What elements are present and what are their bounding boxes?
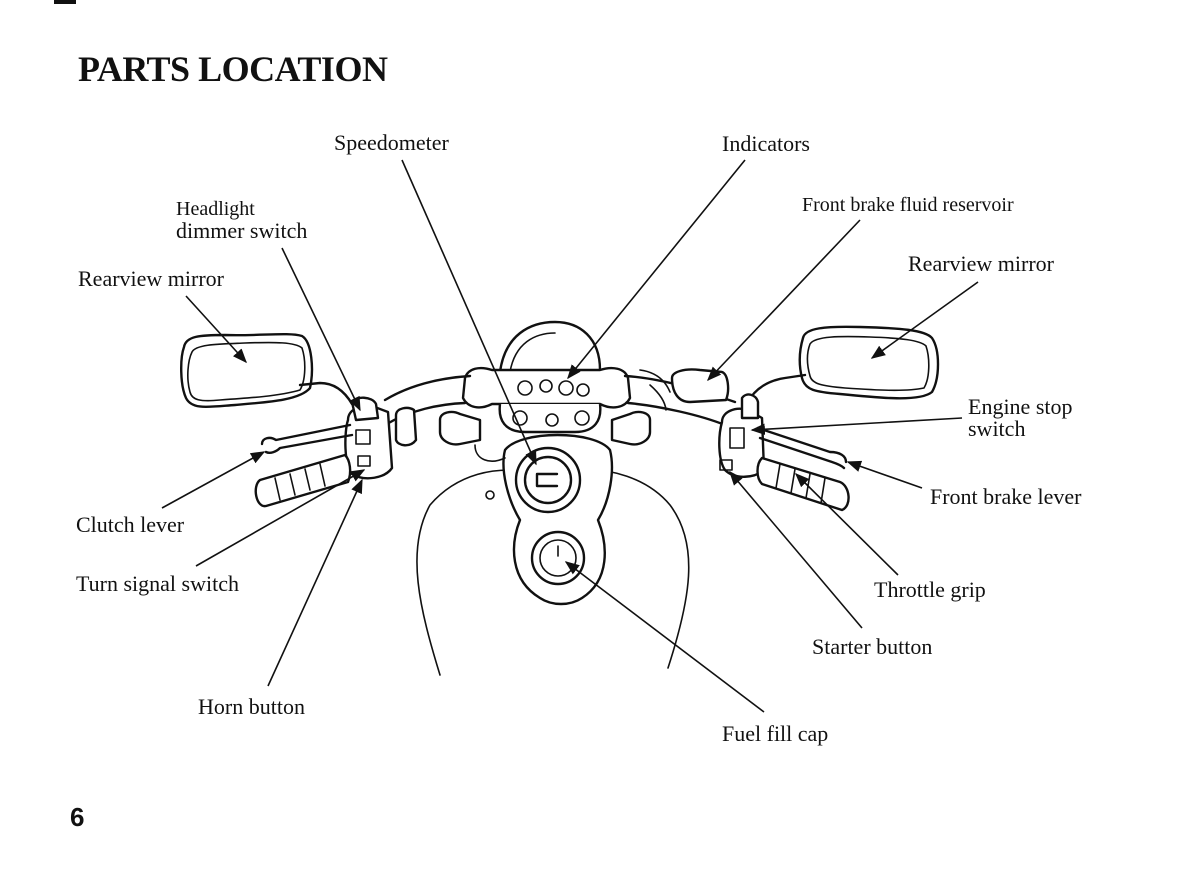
page-title: PARTS LOCATION [78, 49, 388, 89]
leader-speedometer [401, 159, 537, 466]
label-starter-button: Starter button [812, 634, 933, 659]
leader-headlight-dimmer [281, 247, 361, 412]
label-speedometer: Speedometer [334, 130, 449, 155]
label-throttle-grip: Throttle grip [874, 577, 986, 602]
leader-turn-signal [195, 469, 366, 567]
label-rearview-mirror-left: Rearview mirror [78, 266, 224, 291]
label-headlight-dimmer-line2: dimmer switch [176, 218, 308, 243]
leader-clutch-lever [161, 451, 266, 509]
left-mirror-drawing [180, 332, 354, 409]
leader-front-brake-lever [846, 460, 923, 489]
fuel-tank-drawing [416, 469, 690, 676]
leader-fuel-fill-cap [564, 561, 765, 713]
label-front-brake-lever: Front brake lever [930, 484, 1082, 509]
handlebar-clamp-drawing [438, 366, 652, 462]
leader-rearview-mirror-right [870, 281, 979, 359]
label-fuel-fill-cap: Fuel fill cap [722, 721, 829, 746]
leader-engine-stop [750, 417, 963, 436]
label-engine-stop-line1: Engine stop [968, 394, 1073, 419]
leader-horn-button [267, 478, 363, 687]
right-mirror-drawing [746, 325, 940, 404]
label-front-brake-fluid-reservoir: Front brake fluid reservoir [802, 194, 1014, 216]
tank-console-drawing [485, 433, 614, 606]
leader-lines [161, 159, 979, 713]
leader-indicators [567, 159, 746, 380]
label-rearview-mirror-right: Rearview mirror [908, 251, 1054, 276]
header-rule [54, 0, 76, 4]
leader-throttle-grip [794, 472, 899, 576]
leader-rearview-mirror-left [185, 295, 247, 364]
leader-front-brake-fluid [707, 219, 861, 382]
label-clutch-lever: Clutch lever [76, 512, 185, 537]
label-headlight-dimmer-line1: Headlight [176, 198, 255, 220]
label-indicators: Indicators [722, 131, 810, 156]
page-number: 6 [70, 802, 85, 832]
leader-starter-button [729, 470, 863, 629]
label-engine-stop-line2: switch [968, 416, 1026, 441]
speedometer-housing-drawing [498, 320, 602, 374]
label-horn-button: Horn button [198, 694, 305, 719]
left-controls-drawing [254, 396, 418, 508]
label-turn-signal-switch: Turn signal switch [76, 571, 239, 596]
